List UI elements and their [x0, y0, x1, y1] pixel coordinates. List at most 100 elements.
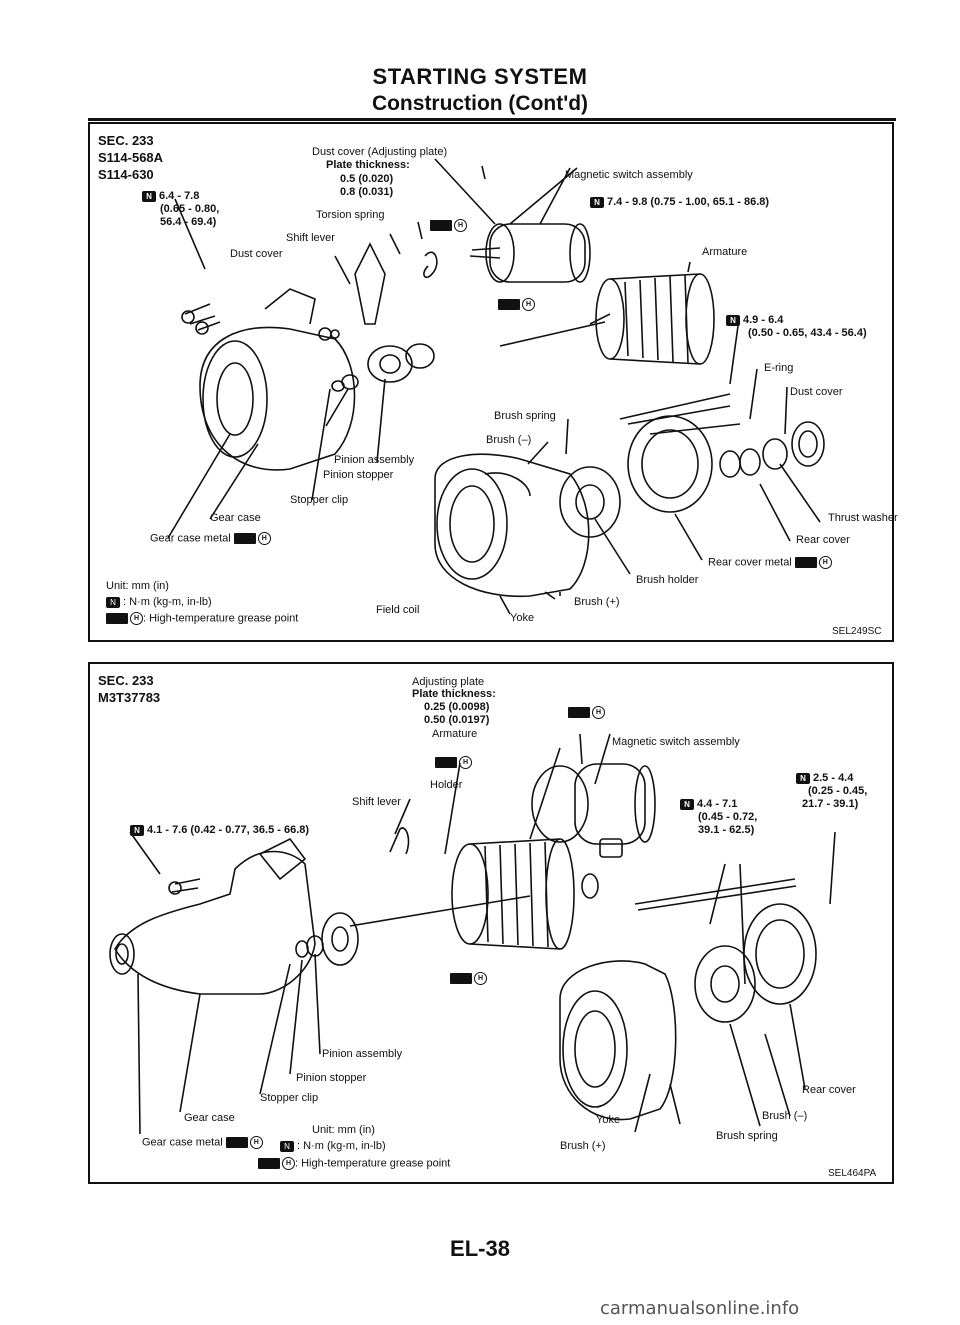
label-yoke: Yoke: [510, 612, 535, 624]
starter-exploded-drawing-2: [109, 733, 836, 1135]
grease-marker-1: H: [430, 219, 467, 232]
label-yoke: Yoke: [596, 1114, 621, 1126]
sec-label: SEC. 233: [98, 133, 154, 148]
gear-case-shape: [199, 326, 356, 471]
page-number: EL-38: [450, 1236, 510, 1261]
label-e-ring: E-ring: [764, 362, 794, 374]
figure-code: SEL464PA: [828, 1168, 877, 1179]
label-pinion-stopper: Pinion stopper: [323, 469, 394, 481]
grease-point-icon: [568, 707, 590, 718]
legend-unit: Unit: mm (in): [106, 580, 169, 592]
diagram2-sec-ref: SEC. 233 M3T37783: [98, 672, 160, 706]
figure-code: SEL249SC: [832, 626, 882, 637]
label-armature: Armature: [702, 246, 748, 258]
heat-icon: H: [459, 756, 472, 769]
heat-icon: H: [454, 219, 467, 232]
legend-torque: N: N·m (kg-m, in-lb): [280, 1140, 386, 1153]
label-brush-negative: Brush (–): [486, 434, 532, 446]
label-gear-case-metal: Gear case metal H: [150, 532, 271, 545]
label-brush-spring: Brush spring: [494, 410, 556, 422]
label-gear-case: Gear case: [184, 1112, 235, 1124]
section-title: STARTING SYSTEM: [372, 64, 588, 89]
header-rule: [88, 118, 896, 121]
heat-icon: H: [474, 972, 487, 985]
heat-icon: H: [130, 612, 143, 625]
torque-wrench-icon: N: [680, 798, 694, 810]
grease-point-icon: [106, 613, 128, 624]
label-plate-thickness: Plate thickness:: [326, 159, 410, 171]
label-brush-holder: Brush holder: [636, 574, 699, 586]
label-shift-lever: Shift lever: [352, 796, 401, 808]
grease-marker-3: H: [450, 972, 487, 985]
label-torsion-spring: Torsion spring: [316, 209, 385, 221]
label-field-coil: Field coil: [376, 604, 420, 616]
label-stopper-clip: Stopper clip: [260, 1092, 319, 1104]
sec-label: SEC. 233: [98, 673, 154, 688]
legend-torque: N: N·m (kg-m, in-lb): [106, 596, 212, 609]
heat-icon: H: [818, 556, 832, 569]
model-a: S114-568A: [98, 150, 164, 165]
label-rear-cover: Rear cover: [796, 534, 850, 546]
grease-point-icon: [498, 299, 520, 310]
label-rear-cover: Rear cover: [802, 1084, 856, 1096]
label-brush-spring: Brush spring: [716, 1130, 778, 1142]
label-adjusting-plate: Adjusting plate: [412, 676, 485, 688]
torque-wrench-icon: N: [142, 190, 156, 202]
heat-icon: H: [282, 1157, 295, 1170]
model-b: S114-630: [98, 167, 154, 182]
label-shift-lever: Shift lever: [286, 232, 335, 244]
heat-icon: H: [592, 706, 605, 719]
section-subtitle: Construction (Cont'd): [371, 92, 589, 115]
heat-icon: H: [522, 298, 535, 311]
label-brush-positive: Brush (+): [574, 596, 620, 608]
torque-wrench-icon: N: [130, 824, 144, 836]
model: M3T37783: [98, 690, 161, 705]
grease-marker-1: H: [568, 706, 605, 719]
torque-wrench-icon: N: [726, 314, 740, 326]
label-dust-cover-adjusting: Dust cover (Adjusting plate): [312, 146, 448, 158]
grease-marker-2: H: [498, 298, 535, 311]
label-magnetic-switch: Magnetic switch assembly: [612, 736, 740, 748]
grease-point-icon: [794, 557, 817, 568]
legend-unit: Unit: mm (in): [312, 1124, 375, 1136]
torque-wrench-icon: N: [280, 1140, 294, 1152]
diagram1-sec-ref: SEC. 233 S114-568A S114-630: [98, 132, 163, 183]
label-armature: Armature: [432, 728, 478, 740]
label-dust-cover: Dust cover: [230, 248, 283, 260]
label-plate-2: 0.8 (0.031): [340, 186, 394, 198]
grease-marker-2: H: [435, 756, 472, 769]
label-brush-positive: Brush (+): [560, 1140, 606, 1152]
starter-exploded-drawing-1: [167, 158, 825, 615]
label-plate-1: 0.5 (0.020): [340, 173, 394, 185]
grease-point-icon: [430, 220, 452, 231]
label-thrust-washer: Thrust washer: [828, 512, 898, 524]
label-plate-1: 0.25 (0.0098): [424, 701, 490, 713]
label-pinion-assembly: Pinion assembly: [322, 1048, 403, 1060]
label-brush-negative: Brush (–): [762, 1110, 808, 1122]
label-dust-cover-rear: Dust cover: [790, 386, 843, 398]
watermark: carmanualsonline.info: [600, 1298, 800, 1319]
grease-point-icon: [435, 757, 457, 768]
legend-grease: H: High-temperature grease point: [106, 612, 298, 625]
grease-point-icon: [258, 1158, 280, 1169]
torque-wrench-icon: N: [590, 196, 604, 208]
grease-point-icon: [450, 973, 472, 984]
label-gear-case-metal: Gear case metal H: [142, 1136, 263, 1149]
label-plate-thickness: Plate thickness:: [412, 688, 496, 700]
label-holder: Holder: [430, 779, 463, 791]
heat-icon: H: [257, 532, 271, 545]
diagram-m3t-panel: SEC. 233 M3T37783 Adjusting plate Plate …: [88, 662, 894, 1184]
torque-wrench-icon: N: [796, 772, 810, 784]
label-plate-2: 0.50 (0.0197): [424, 714, 490, 726]
label-rear-cover-metal: Rear cover metal H: [708, 556, 832, 569]
heat-icon: H: [249, 1136, 263, 1149]
torque-wrench-icon: N: [106, 596, 120, 608]
label-stopper-clip: Stopper clip: [290, 494, 349, 506]
